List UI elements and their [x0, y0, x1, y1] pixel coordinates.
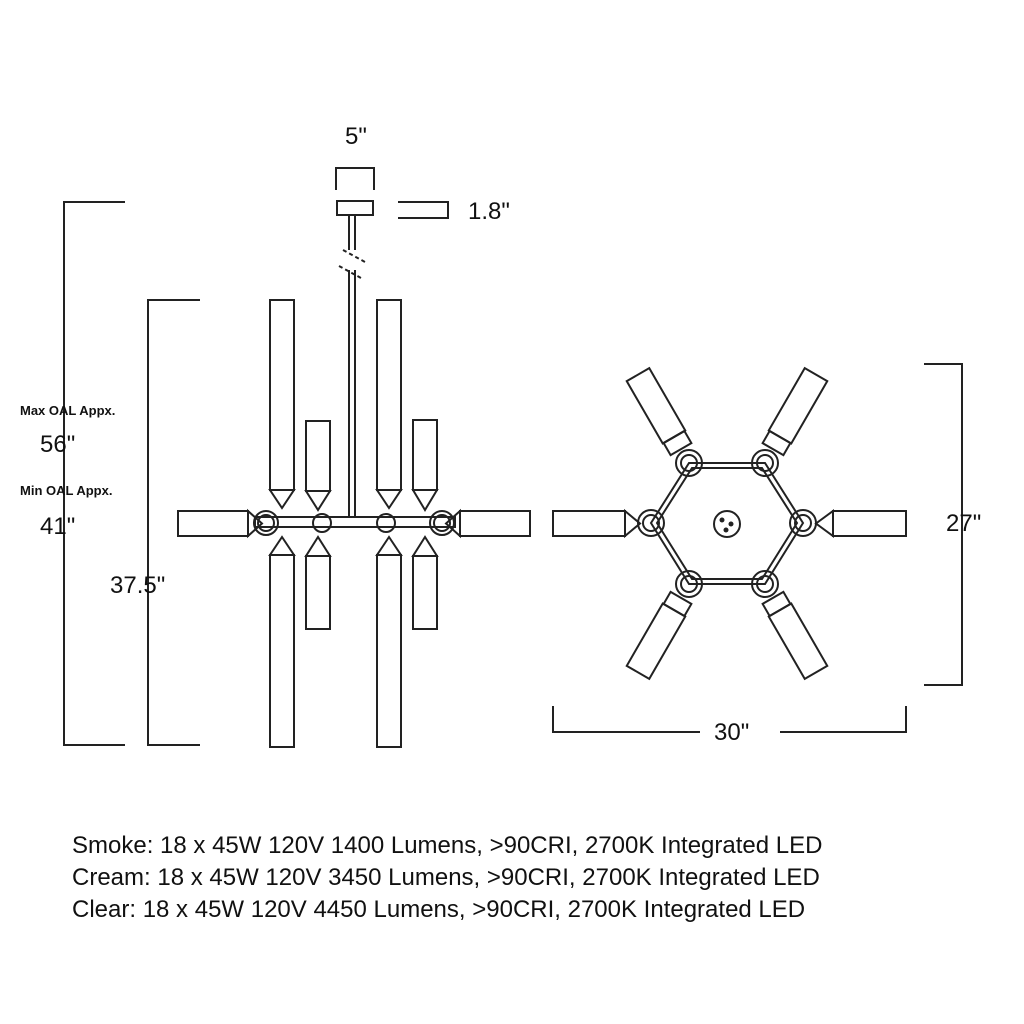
tall-tube: [269, 299, 295, 491]
depth-label: 27": [946, 510, 982, 537]
hub-knuckle: [257, 514, 275, 532]
width-bracket: [552, 706, 700, 733]
hub-knuckle: [680, 575, 698, 593]
hub-knuckle: [751, 570, 779, 598]
side-view: [63, 167, 531, 748]
short-tube: [305, 555, 331, 630]
hub-knuckle: [433, 514, 451, 532]
hexagon-frame: [655, 467, 799, 580]
max-oal-value: 56": [40, 431, 76, 458]
hub-knuckle: [312, 513, 332, 533]
body-bar: [254, 516, 456, 528]
arm-tube: [767, 366, 829, 445]
body-height-label: 37.5": [110, 572, 166, 599]
arm-tube: [625, 602, 687, 681]
hub-knuckle: [680, 454, 698, 472]
spec-list: Smoke: 18 x 45W 120V 1400 Lumens, >90CRI…: [72, 830, 822, 926]
arm-tube: [625, 366, 687, 445]
hub-knuckle: [642, 514, 660, 532]
canopy-height-bracket: [398, 201, 449, 219]
max-oal-label: Max OAL Appx.: [20, 403, 116, 418]
min-oal-label: Min OAL Appx.: [20, 483, 113, 498]
short-tube: [412, 419, 438, 491]
max-oal-bracket: [63, 201, 125, 746]
canopy-width-bracket: [335, 167, 375, 190]
hub-knuckle: [675, 570, 703, 598]
canopy: [336, 200, 374, 216]
hub-knuckle: [376, 513, 396, 533]
center-canopy: [713, 510, 741, 538]
tall-tube: [269, 554, 295, 748]
hub-knuckle: [429, 510, 455, 536]
width-label: 30": [714, 719, 750, 746]
arm-tube: [832, 510, 907, 537]
spec-line-cream: Cream: 18 x 45W 120V 3450 Lumens, >90CRI…: [72, 864, 820, 891]
hub-knuckle: [675, 449, 703, 477]
canopy-dot: [728, 521, 734, 527]
body-height-bracket: [147, 299, 200, 746]
top-view: [552, 363, 963, 733]
cone-holder: [304, 535, 332, 557]
side-tube: [459, 510, 531, 537]
tall-tube: [376, 554, 402, 748]
spec-line-clear: Clear: 18 x 45W 120V 4450 Lumens, >90CRI…: [72, 896, 806, 923]
min-oal-value: 41": [40, 513, 76, 540]
cone-holder: [624, 508, 642, 539]
cone-holder: [304, 490, 332, 512]
short-tube: [412, 555, 438, 630]
short-tube: [305, 420, 331, 492]
hexagon-frame: [649, 462, 805, 585]
hub-knuckle: [756, 575, 774, 593]
canopy-width-label: 5": [345, 123, 367, 150]
cone-holder: [268, 489, 296, 510]
cone-holder: [375, 535, 403, 556]
hub-knuckle: [794, 514, 812, 532]
arm-tube: [552, 510, 626, 537]
cone-holder: [814, 509, 834, 538]
canopy-dot: [723, 527, 729, 533]
cone-holder: [268, 535, 296, 556]
hub-knuckle: [751, 449, 779, 477]
cone-holder: [411, 489, 439, 512]
hub-knuckle: [253, 510, 279, 536]
width-bracket: [780, 706, 907, 733]
stem: [338, 215, 366, 517]
hub-knuckle: [756, 454, 774, 472]
canopy-dot: [719, 517, 725, 523]
cone-holder: [411, 535, 439, 557]
side-tube: [177, 510, 249, 537]
depth-bracket: [924, 363, 963, 686]
arm-tube: [767, 602, 829, 681]
cone-holder: [375, 489, 403, 510]
tall-tube: [376, 299, 402, 491]
spec-line-smoke: Smoke: 18 x 45W 120V 1400 Lumens, >90CRI…: [72, 832, 823, 859]
canopy-height-label: 1.8": [468, 198, 510, 225]
